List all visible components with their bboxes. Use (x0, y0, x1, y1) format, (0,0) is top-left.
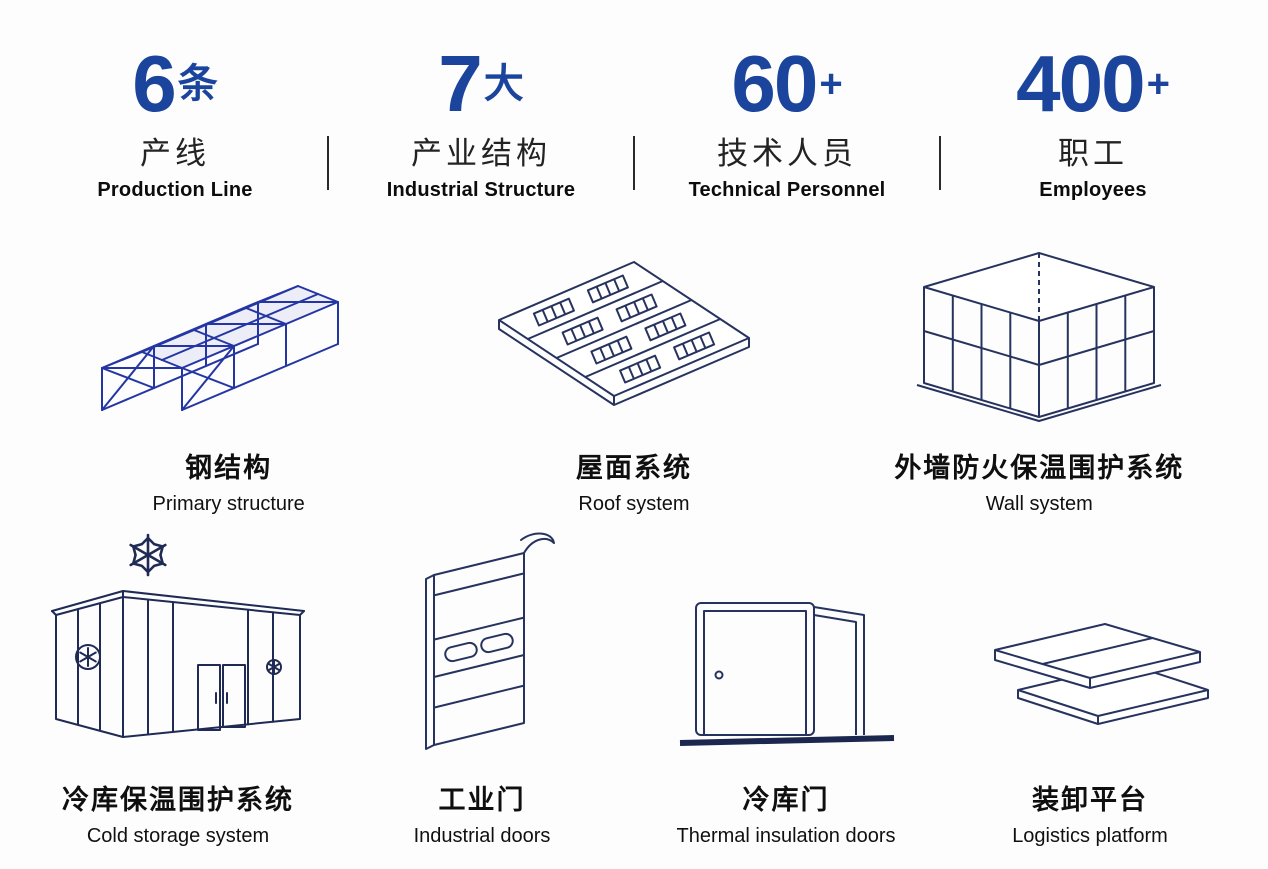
stat-label-zh: 职工 (1058, 136, 1128, 171)
stat-number-text: 60 (731, 39, 818, 128)
cold-storage-illustration (26, 533, 330, 762)
stat-technical-personnel: 60+ 技术人员 Technical Personnel (682, 44, 892, 202)
product-logistics-platform: 装卸平台 Logistics platform (938, 560, 1242, 848)
stat-value: 6条 (70, 44, 280, 124)
stats-row: 6条 产线 Production Line 7大 产业结构 Industrial… (0, 0, 1268, 202)
product-label-zh: 钢结构 (185, 453, 273, 483)
stat-unit: + (819, 62, 843, 106)
stat-label-zh: 产线 (140, 136, 210, 171)
stat-number-text: 400 (1016, 39, 1145, 128)
stat-divider (939, 136, 941, 190)
product-label-zh: 工业门 (438, 785, 526, 815)
stat-unit: 条 (177, 62, 218, 106)
product-label-zh: 装卸平台 (1032, 785, 1148, 815)
product-label-zh: 冷库保温围护系统 (62, 785, 294, 815)
stat-production-line: 6条 产线 Production Line (70, 44, 280, 202)
stat-label-zh: 技术人员 (717, 136, 857, 171)
stat-value: 7大 (376, 44, 586, 124)
small-fan-icon (266, 659, 282, 675)
product-cold-storage: 冷库保温围护系统 Cold storage system (26, 533, 330, 848)
product-thermal-insulation-doors: 冷库门 Thermal insulation doors (634, 560, 938, 848)
product-label-zh: 冷库门 (742, 785, 830, 815)
cold-storage-drawing (51, 533, 305, 738)
stat-label-en: Industrial Structure (386, 179, 576, 201)
industrial-doors-drawing (425, 532, 555, 750)
stat-label-en: Technical Personnel (688, 179, 886, 201)
logistics-platform-drawing (994, 623, 1209, 725)
stat-unit: 大 (483, 62, 524, 106)
stat-industrial-structure: 7大 产业结构 Industrial Structure (376, 44, 586, 202)
stat-number-text: 6 (132, 39, 176, 128)
product-label-en: Wall system (985, 493, 1093, 515)
product-label-en: Industrial doors (413, 825, 551, 847)
product-steel-structure: 钢结构 Primary structure (26, 228, 431, 516)
thermal-insulation-doors-illustration (634, 560, 938, 762)
product-row-2: 冷库保温围护系统 Cold storage system (0, 532, 1268, 848)
fan-icon (75, 644, 101, 670)
product-industrial-doors: 工业门 Industrial doors (330, 532, 634, 848)
stat-employees: 400+ 职工 Employees (988, 44, 1198, 202)
stat-label-en: Production Line (97, 179, 253, 201)
steel-structure-drawing (100, 285, 339, 411)
product-label-en: Roof system (578, 493, 690, 515)
product-label-en: Primary structure (152, 493, 305, 515)
stat-value: 400+ (988, 44, 1198, 124)
product-row-1: 钢结构 Primary structure (0, 228, 1268, 516)
stat-divider (633, 136, 635, 190)
product-label-en: Cold storage system (86, 825, 270, 847)
product-label-zh: 外墙防火保温围护系统 (894, 453, 1185, 483)
stat-label-en: Employees (1039, 179, 1147, 201)
product-label-zh: 屋面系统 (575, 453, 692, 483)
thermal-insulation-doors-drawing (679, 602, 895, 746)
product-wall-system: 外墙防火保温围护系统 Wall system (837, 228, 1242, 516)
stat-label-zh: 产业结构 (411, 136, 551, 171)
roof-system-illustration (431, 228, 836, 430)
product-label-en: Thermal insulation doors (676, 825, 896, 847)
stat-number-text: 7 (438, 39, 482, 128)
product-label-en: Logistics platform (1012, 825, 1168, 847)
logistics-platform-illustration (938, 560, 1242, 762)
roof-system-drawing (497, 261, 750, 406)
stat-divider (327, 136, 329, 190)
wall-system-illustration (837, 228, 1242, 430)
snowflake-icon (129, 533, 167, 577)
steel-structure-illustration (26, 228, 431, 430)
industrial-doors-illustration (330, 532, 634, 762)
product-roof-system: 屋面系统 Roof system (431, 228, 836, 516)
wall-system-drawing (917, 252, 1162, 422)
stat-unit: + (1146, 62, 1170, 106)
stat-value: 60+ (682, 44, 892, 124)
